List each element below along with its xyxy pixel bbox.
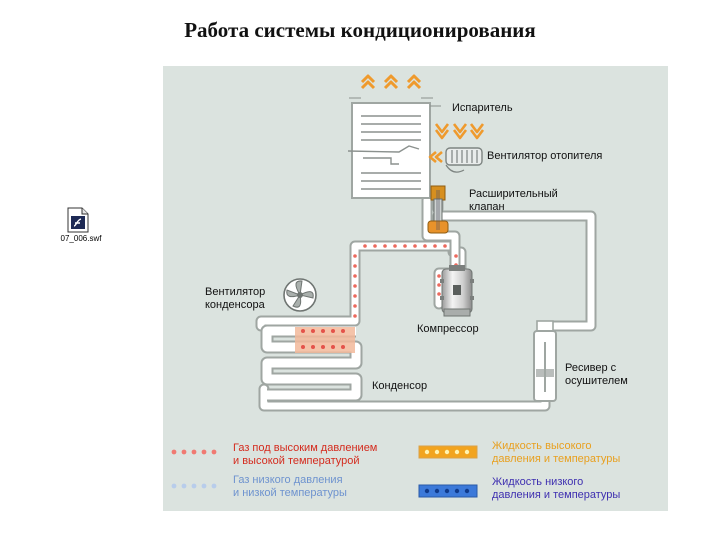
legend-high-gas-2: и высокой температурой — [233, 455, 360, 467]
label-condenser-fan-1: Вентилятор — [205, 286, 266, 298]
swf-file-icon — [67, 207, 89, 233]
legend-marker-low-gas — [171, 483, 217, 489]
legend-marker-low-liquid — [418, 484, 478, 498]
heater-fan — [428, 123, 485, 173]
receiver-dryer — [533, 320, 557, 402]
compressor-unit — [440, 265, 474, 317]
ac-system-diagram — [171, 74, 597, 498]
condenser-red-dots — [301, 329, 345, 349]
label-receiver-1: Ресивер с — [565, 362, 617, 374]
legend-high-gas-1: Газ под высоким давлением — [233, 442, 378, 454]
legend-marker-high-gas — [171, 449, 217, 455]
legend-high-liquid-1: Жидкость высокого — [492, 440, 592, 452]
label-compressor: Компрессор — [417, 323, 479, 335]
ac-diagram-panel: Испаритель Вентилятор отопителя Расширит… — [163, 66, 668, 511]
swf-file[interactable]: 07_006.swf — [48, 207, 114, 247]
label-evaporator: Испаритель — [452, 102, 513, 114]
legend-marker-high-liquid — [418, 445, 478, 459]
label-receiver-2: осушителем — [565, 375, 628, 387]
legend-low-gas-2: и низкой температуры — [233, 487, 347, 499]
label-condenser-fan-2: конденсора — [205, 299, 265, 311]
legend-low-liquid-1: Жидкость низкого — [492, 476, 584, 488]
file-name: 07_006.swf — [60, 234, 102, 243]
page-title: Работа системы кондиционирования — [184, 18, 536, 42]
condenser-fan-icon — [283, 278, 317, 312]
label-expansion-valve-1: Расширительный — [469, 188, 558, 200]
label-heater-fan: Вентилятор отопителя — [487, 150, 603, 162]
label-expansion-valve-2: клапан — [469, 201, 505, 213]
legend-low-gas-1: Газ низкого давления — [233, 474, 343, 486]
warm-air-arrows — [360, 74, 422, 90]
label-condenser: Конденсор — [372, 380, 428, 392]
condenser-coil — [260, 324, 363, 402]
legend-high-liquid-2: давления и температуры — [492, 453, 621, 465]
legend-low-liquid-2: давления и температуры — [492, 489, 621, 501]
evaporator — [347, 97, 441, 199]
expansion-valve — [427, 185, 449, 234]
